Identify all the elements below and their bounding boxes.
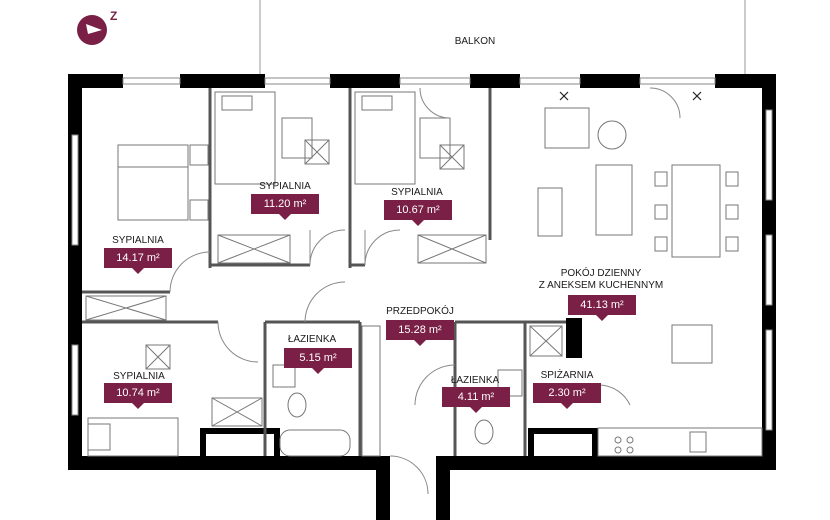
room-area-hallway: 15.28 m² (386, 320, 454, 346)
outer-walls (68, 74, 776, 520)
room-name-bedroom-1: SYPIALNIA (259, 181, 311, 192)
door-swings (169, 87, 681, 495)
balcony-label: BALKON (454, 36, 496, 47)
windows (71, 77, 773, 431)
compass-letter: Z (110, 9, 118, 23)
room-area-bedroom-4: 10.74 m² (104, 383, 172, 409)
room-name-bathroom-1: ŁAZIENKA (287, 334, 337, 345)
room-area-bathroom-1: 5.15 m² (284, 348, 352, 374)
balcony-markers (559, 91, 702, 101)
furniture (85, 91, 763, 457)
room-area-bedroom-2: 10.67 m² (384, 200, 452, 226)
interior-walls (82, 88, 566, 456)
room-name-bedroom-3: SYPIALNIA (112, 235, 164, 246)
room-name-bathroom-2: ŁAZIENKA (450, 375, 500, 386)
room-area-bedroom-1: 11.20 m² (251, 194, 319, 220)
room-area-bedroom-3: 14.17 m² (104, 248, 172, 274)
compass-icon (77, 15, 107, 45)
balcony-outline (259, 0, 746, 74)
room-name-bedroom-2: SYPIALNIA (391, 187, 443, 198)
room-name-hallway: PRZEDPOKÓJ (386, 306, 454, 317)
room-area-pantry: 2.30 m² (533, 383, 601, 409)
room-name-pantry: SPIŻARNIA (540, 370, 594, 381)
room-name-bedroom-4: SYPIALNIA (113, 371, 165, 382)
room-name-living: POKÓJ DZIENNY Z ANEKSEM KUCHENNYM (538, 268, 664, 291)
room-area-living: 41.13 m² (568, 295, 636, 321)
room-area-bathroom-2: 4.11 m² (442, 387, 510, 413)
